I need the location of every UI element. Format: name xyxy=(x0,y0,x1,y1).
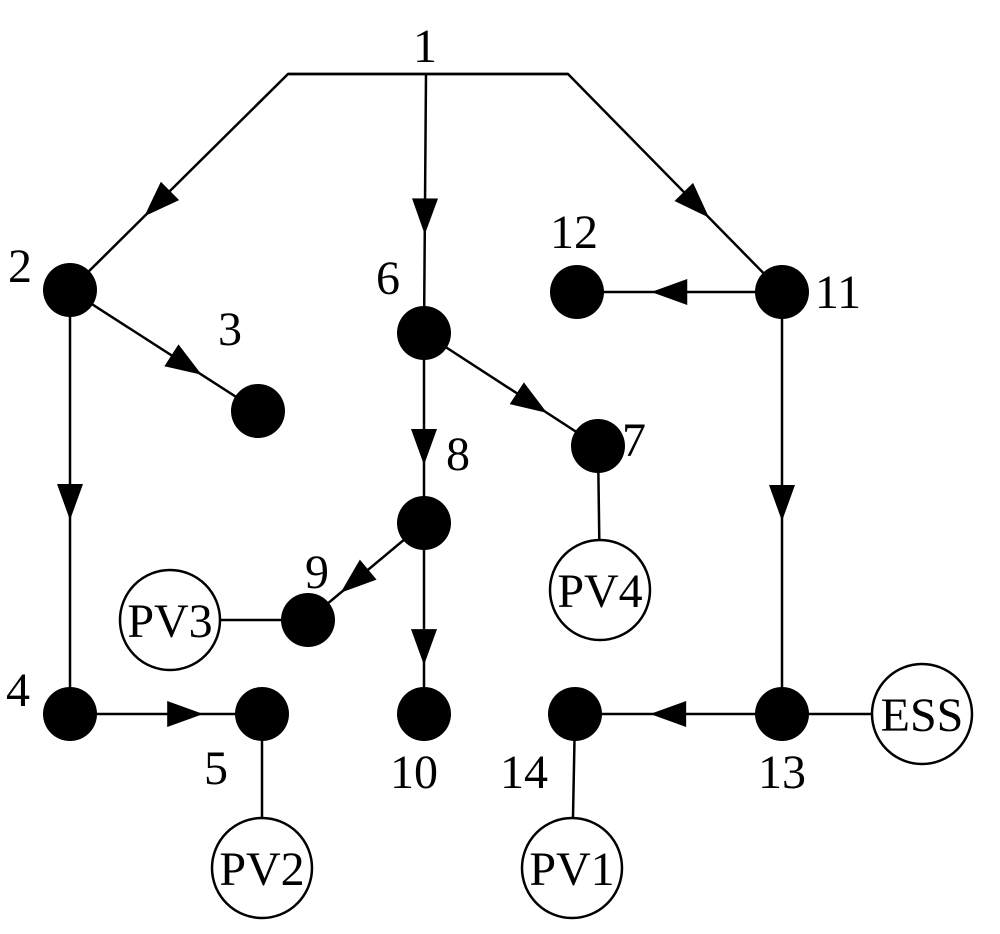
arrow-8-9 xyxy=(340,559,377,593)
arrow-1-6 xyxy=(412,198,439,235)
arrow-6-7 xyxy=(509,382,547,413)
device-pv3-label: PV3 xyxy=(127,595,212,648)
arrow-11-12 xyxy=(651,279,688,305)
arrow-1-2 xyxy=(144,181,180,217)
node-6 xyxy=(397,306,451,360)
arrow-4-5 xyxy=(167,701,204,727)
node-12 xyxy=(550,265,604,319)
node-14-label: 14 xyxy=(500,746,548,799)
node-13 xyxy=(755,687,809,741)
node-11 xyxy=(755,265,809,319)
arrow-13-14 xyxy=(650,701,687,727)
node-7-label: 7 xyxy=(622,414,646,467)
arrow-8-10 xyxy=(411,629,437,666)
nodes-layer xyxy=(43,263,809,741)
node-11-label: 11 xyxy=(815,266,861,319)
node-2-label: 2 xyxy=(8,240,32,293)
node-4 xyxy=(43,687,97,741)
node-10 xyxy=(397,687,451,741)
node-14 xyxy=(548,687,602,741)
device-pv1-circle xyxy=(520,816,624,920)
node-3 xyxy=(231,384,285,438)
device-pv4-label: PV4 xyxy=(557,565,642,618)
arrows-layer xyxy=(57,181,795,727)
node-1-label: 1 xyxy=(413,20,437,73)
node-5-label: 5 xyxy=(204,742,228,795)
arrow-1-11 xyxy=(674,182,710,218)
device-links-layer xyxy=(170,445,922,869)
arrow-2-4 xyxy=(57,484,83,520)
device-pv3-circle xyxy=(118,568,222,672)
node-5 xyxy=(235,687,289,741)
device-pv2-circle xyxy=(210,816,314,920)
arrow-11-13 xyxy=(769,485,795,521)
edge-2-3 xyxy=(69,288,259,413)
edge-1-11 xyxy=(426,72,783,293)
node-4-label: 4 xyxy=(6,664,30,717)
node-7 xyxy=(571,419,625,473)
device-pv2-label: PV2 xyxy=(219,843,304,896)
node-8 xyxy=(397,496,451,550)
node-8-label: 8 xyxy=(446,428,470,481)
node-2 xyxy=(43,263,97,317)
node-9 xyxy=(281,593,335,647)
edge-6-7 xyxy=(423,331,599,448)
arrow-6-8 xyxy=(411,429,437,465)
node-9-label: 9 xyxy=(305,546,329,599)
device-pv4-circle xyxy=(548,538,652,642)
node-10-label: 10 xyxy=(390,746,438,799)
edge-1-2 xyxy=(69,72,426,291)
arrow-2-3 xyxy=(164,344,202,375)
node-6-label: 6 xyxy=(376,252,400,305)
device-ess-circle xyxy=(870,662,974,766)
node-13-label: 13 xyxy=(758,746,806,799)
node-12-label: 12 xyxy=(550,206,598,259)
node-3-label: 3 xyxy=(218,303,242,356)
device-ess-label: ESS xyxy=(881,689,964,742)
device-pv1-label: PV1 xyxy=(529,843,614,896)
